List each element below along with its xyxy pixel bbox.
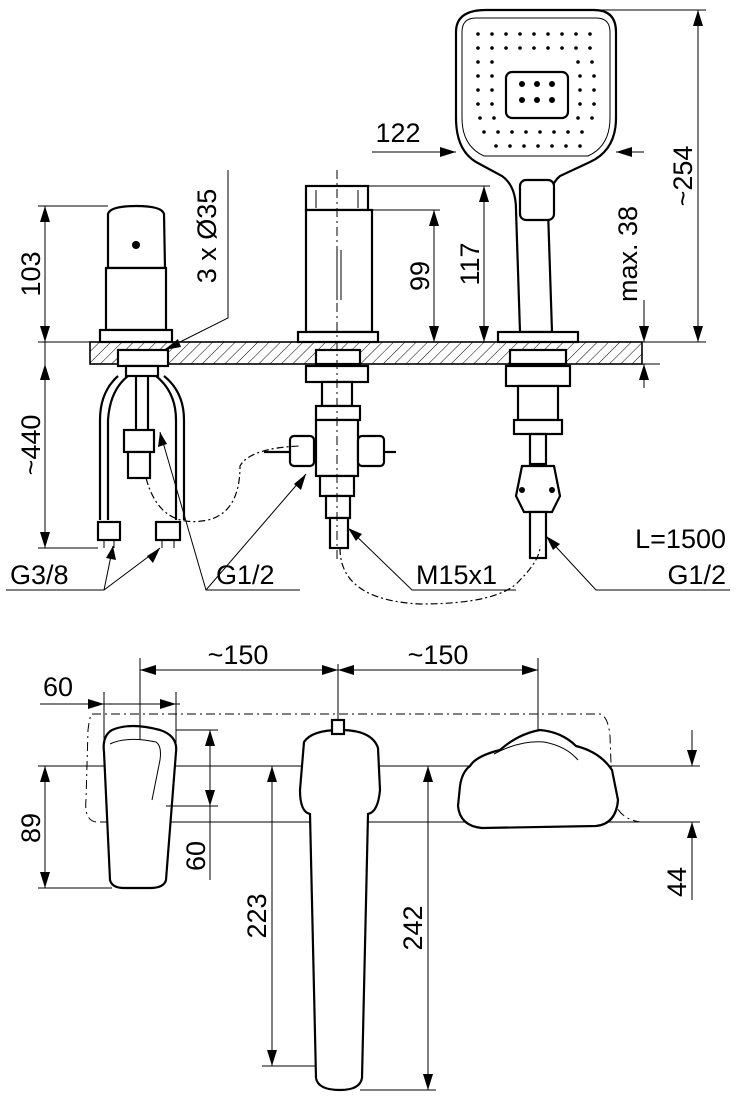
dim-spacing-left: ~150 <box>208 640 269 670</box>
mixer-handle-elevation <box>96 204 186 548</box>
dim-deck-max: max. 38 <box>613 206 643 302</box>
elevation-view: 103 ~440 3 x Ø35 99 117 <box>6 8 730 605</box>
dim-spacing-right: ~150 <box>408 640 469 670</box>
hand-shower-elevation <box>454 8 618 560</box>
dim-spout-depth-short: 223 <box>242 893 272 938</box>
dim-holes: 3 x Ø35 <box>192 189 222 284</box>
mixer-handle-plan <box>102 724 178 890</box>
shower-holder-plan <box>456 728 620 830</box>
dim-spout-tall: 117 <box>455 242 485 285</box>
dim-handle-height: 103 <box>16 251 46 296</box>
label-g12-right: G1/2 <box>667 560 726 590</box>
hose-path-left <box>145 445 301 523</box>
dim-spout-short: 99 <box>405 261 435 291</box>
dim-handle-depth-total: 89 <box>16 813 46 843</box>
dim-spout-depth-long: 242 <box>398 905 428 950</box>
dim-shower-width: 122 <box>375 118 420 148</box>
spray-pattern <box>476 32 596 148</box>
label-g12-left: G1/2 <box>216 560 275 590</box>
dim-hose-below: ~440 <box>16 415 46 476</box>
elevation-dimensions: 103 ~440 3 x Ø35 99 117 <box>16 9 706 549</box>
label-m15: M15x1 <box>416 560 497 590</box>
label-hose-length: L=1500 <box>635 524 726 554</box>
plan-dimensions: ~150 ~150 60 89 60 <box>16 640 697 1091</box>
dim-shower-length: ~254 <box>668 146 698 207</box>
connection-labels: G3/8 G1/2 M15x1 L=1500 G1/2 <box>6 431 730 591</box>
spout-elevation <box>264 170 396 560</box>
spout-plan <box>298 664 382 1092</box>
dim-handle-width: 60 <box>43 672 73 702</box>
label-g38: G3/8 <box>10 560 69 590</box>
dim-shower-depth: 44 <box>662 867 692 897</box>
dim-handle-depth: 60 <box>181 841 211 871</box>
plan-view: ~150 ~150 60 89 60 <box>16 640 700 1092</box>
